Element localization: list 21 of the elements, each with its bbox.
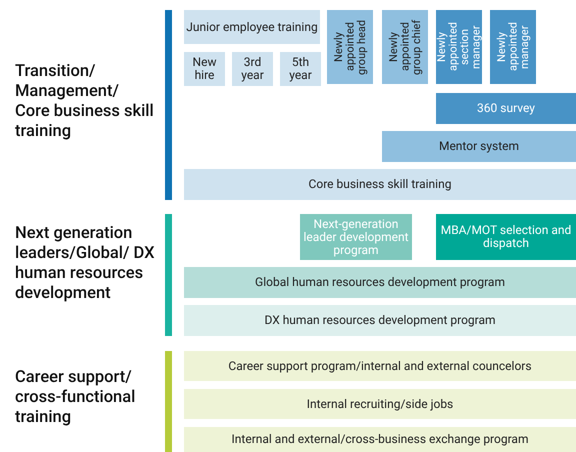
section-heading: Career support/ cross-functional training (15, 368, 136, 428)
role-box: Newly appointed manager (490, 10, 536, 84)
program-bar: Internal recruiting/side jobs (184, 389, 576, 419)
section-heading: Transition/ Management/ Core business skill training (15, 62, 155, 142)
stage-box: 5th year (280, 52, 321, 86)
program-bar: Internal and external/cross-business exchange program (184, 427, 576, 452)
role-box: Newly appointed group chief (382, 10, 428, 84)
program-bar: 360 survey (436, 93, 576, 124)
role-box: Newly appointed group head (327, 10, 373, 84)
program-bar: Global human resources development program (184, 267, 576, 298)
program-bar: Mentor system (382, 131, 576, 162)
section-heading: Next generation leaders/Global/ DX human resources development (15, 224, 156, 304)
program-box: MBA/MOT selection and dispatch (436, 214, 576, 260)
role-box: Newly appointed section manager (436, 10, 482, 84)
program-bar: Career support program/internal and external councelors (184, 351, 576, 381)
stage-box: New hire (184, 52, 225, 86)
training-box: Junior employee training (184, 10, 320, 44)
program-bar: DX human resources development program (184, 305, 576, 336)
stage-box: 3rd year (232, 52, 273, 86)
program-box: Next-generation leader development program (300, 214, 412, 260)
program-bar: Core business skill training (184, 169, 576, 200)
